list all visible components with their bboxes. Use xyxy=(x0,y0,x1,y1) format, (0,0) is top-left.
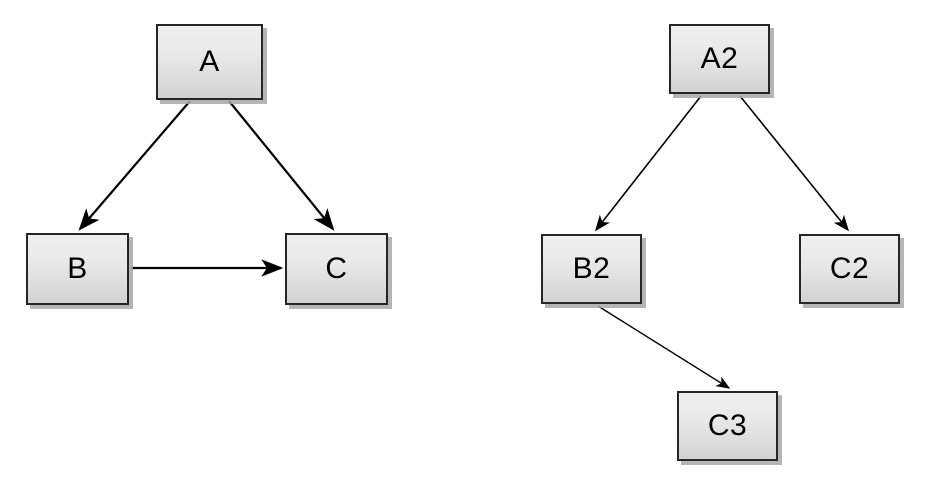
node-label-a: A xyxy=(199,45,220,78)
node-c2[interactable]: C2 xyxy=(799,234,900,304)
edge-b2-to-c3 xyxy=(597,305,731,389)
node-a2[interactable]: A2 xyxy=(669,24,770,94)
node-label-b2: B2 xyxy=(572,252,611,285)
edge-a2-to-c2 xyxy=(739,95,850,232)
node-c3[interactable]: C3 xyxy=(677,391,778,461)
node-b2[interactable]: B2 xyxy=(541,234,642,304)
edge-a-to-c xyxy=(228,100,335,231)
node-b[interactable]: B xyxy=(26,233,129,305)
node-label-a2: A2 xyxy=(700,42,739,75)
node-label-c: C xyxy=(325,252,348,285)
node-a[interactable]: A xyxy=(156,24,263,100)
node-label-c2: C2 xyxy=(829,252,870,285)
node-c[interactable]: C xyxy=(285,233,388,305)
edge-a-to-b xyxy=(78,100,191,231)
node-label-c3: C3 xyxy=(707,409,748,442)
edge-a2-to-b2 xyxy=(595,95,702,232)
node-label-b: B xyxy=(67,252,88,285)
